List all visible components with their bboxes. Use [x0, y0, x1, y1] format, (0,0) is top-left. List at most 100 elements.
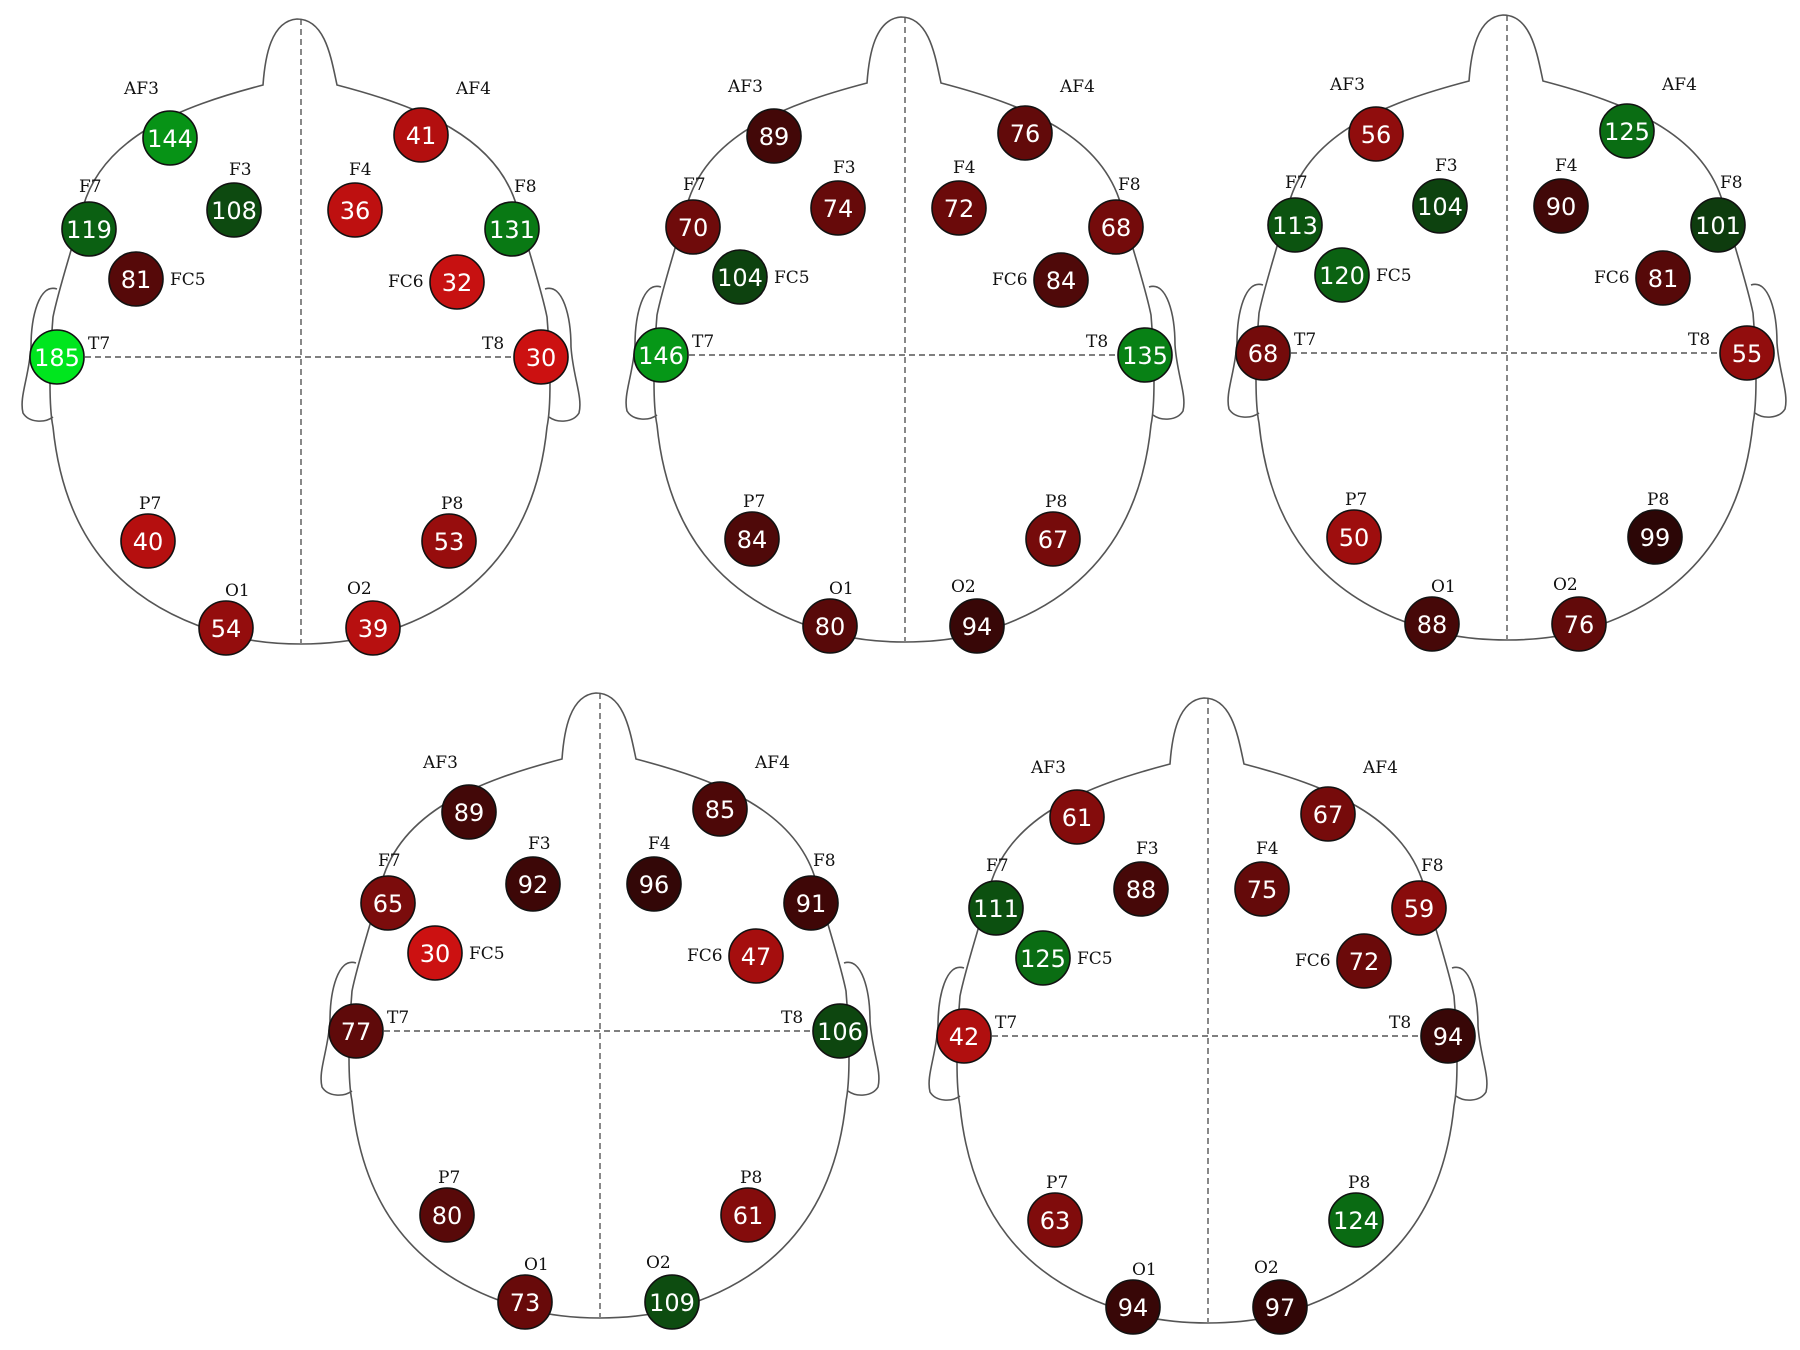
electrode-label-af4: AF4	[1661, 75, 1697, 95]
electrode-t8	[1420, 1008, 1476, 1064]
electrode-t7	[1235, 325, 1291, 381]
electrode-label-fc5: FC5	[1376, 266, 1412, 286]
electrode-af3	[441, 784, 497, 840]
electrode-label-f4: F4	[953, 158, 976, 178]
electrode-label-o2: O2	[646, 1253, 671, 1273]
electrode-p7	[1326, 509, 1382, 565]
electrode-o1	[1105, 1279, 1161, 1335]
electrode-value-o1: 94	[1118, 1294, 1149, 1322]
electrode-label-p8: P8	[1045, 492, 1067, 512]
electrode-o2	[1551, 596, 1607, 652]
head-outline	[653, 16, 1155, 643]
electrode-value-f7: 113	[1272, 212, 1318, 240]
electrode-f8	[783, 875, 839, 931]
electrode-label-f3: F3	[528, 834, 551, 854]
electrode-value-p7: 63	[1040, 1207, 1071, 1235]
electrode-value-p8: 61	[733, 1202, 764, 1230]
electrode-af3	[746, 108, 802, 164]
electrode-value-af4: 41	[406, 122, 437, 150]
electrode-value-o2: 109	[649, 1289, 695, 1317]
electrode-value-fc5: 30	[420, 940, 451, 968]
electrode-label-p8: P8	[441, 494, 463, 514]
electrode-label-f8: F8	[1720, 173, 1743, 193]
electrode-f7	[1267, 197, 1323, 253]
electrode-label-t7: T7	[692, 332, 714, 352]
electrode-fc6	[1336, 933, 1392, 989]
electrode-p7	[419, 1187, 475, 1243]
electrode-value-t7: 77	[341, 1018, 372, 1046]
electrode-label-fc6: FC6	[992, 270, 1028, 290]
electrode-f4	[626, 856, 682, 912]
electrode-label-f8: F8	[514, 177, 537, 197]
right-ear	[1148, 285, 1185, 420]
electrode-value-f4: 90	[1546, 193, 1577, 221]
electrode-value-f7: 119	[66, 216, 112, 244]
electrode-value-f4: 72	[944, 195, 975, 223]
electrode-t7	[936, 1008, 992, 1064]
electrode-f8	[1690, 197, 1746, 253]
electrode-f3	[810, 180, 866, 236]
electrode-value-af4: 125	[1604, 118, 1650, 146]
electrode-t7	[633, 327, 689, 383]
electrode-label-o2: O2	[951, 577, 976, 597]
electrode-label-f8: F8	[813, 851, 836, 871]
electrode-value-f4: 75	[1247, 876, 1278, 904]
electrode-value-f4: 36	[340, 197, 371, 225]
electrode-label-af3: AF3	[1030, 758, 1066, 778]
electrode-value-o2: 39	[358, 615, 389, 643]
electrode-f4	[1234, 861, 1290, 917]
electrode-fc5	[1314, 247, 1370, 303]
electrode-value-fc5: 120	[1319, 262, 1365, 290]
electrode-value-p7: 84	[737, 526, 768, 554]
electrode-p7	[724, 511, 780, 567]
electrode-af4	[1300, 786, 1356, 842]
electrode-label-o1: O1	[1431, 577, 1456, 597]
electrode-fc6	[1635, 250, 1691, 306]
electrode-value-t8: 106	[817, 1018, 863, 1046]
electrode-label-p7: P7	[438, 1168, 460, 1188]
electrode-value-af4: 67	[1313, 801, 1344, 829]
electrode-label-f7: F7	[378, 851, 401, 871]
electrode-label-fc5: FC5	[469, 944, 505, 964]
left-ear	[21, 287, 58, 422]
electrode-value-f7: 111	[973, 895, 1019, 923]
electrode-value-o2: 76	[1564, 611, 1595, 639]
electrode-label-fc5: FC5	[170, 270, 206, 290]
electrode-value-f8: 68	[1101, 214, 1132, 242]
electrode-label-t7: T7	[995, 1013, 1017, 1033]
electrode-f7	[61, 201, 117, 257]
electrode-label-fc6: FC6	[388, 272, 424, 292]
head-outline	[1255, 14, 1757, 641]
electrode-p8	[720, 1187, 776, 1243]
electrode-label-o2: O2	[1553, 575, 1578, 595]
electrode-value-fc6: 47	[741, 943, 772, 971]
right-ear	[544, 287, 581, 422]
electrode-label-t8: T8	[781, 1008, 803, 1028]
electrode-af4	[393, 107, 449, 163]
electrode-label-o1: O1	[1132, 1260, 1157, 1280]
electrode-label-f7: F7	[683, 175, 706, 195]
electrode-label-af4: AF4	[1362, 758, 1398, 778]
electrode-fc6	[1033, 252, 1089, 308]
electrode-label-o1: O1	[829, 579, 854, 599]
electrode-label-f3: F3	[1435, 156, 1458, 176]
electrode-t8	[513, 329, 569, 385]
electrode-value-fc6: 84	[1046, 267, 1077, 295]
electrode-label-t7: T7	[1294, 330, 1316, 350]
head-outline	[956, 697, 1458, 1324]
electrode-label-t8: T8	[1688, 330, 1710, 350]
head-outline	[348, 692, 850, 1319]
left-ear	[928, 966, 965, 1101]
electrode-fc6	[728, 928, 784, 984]
electrode-label-af4: AF4	[754, 753, 790, 773]
electrode-label-af3: AF3	[727, 77, 763, 97]
electrode-label-p7: P7	[1345, 490, 1367, 510]
electrode-label-f4: F4	[349, 160, 372, 180]
electrode-af4	[1599, 103, 1655, 159]
electrode-p7	[1027, 1192, 1083, 1248]
electrode-f7	[968, 880, 1024, 936]
electrode-f4	[931, 180, 987, 236]
